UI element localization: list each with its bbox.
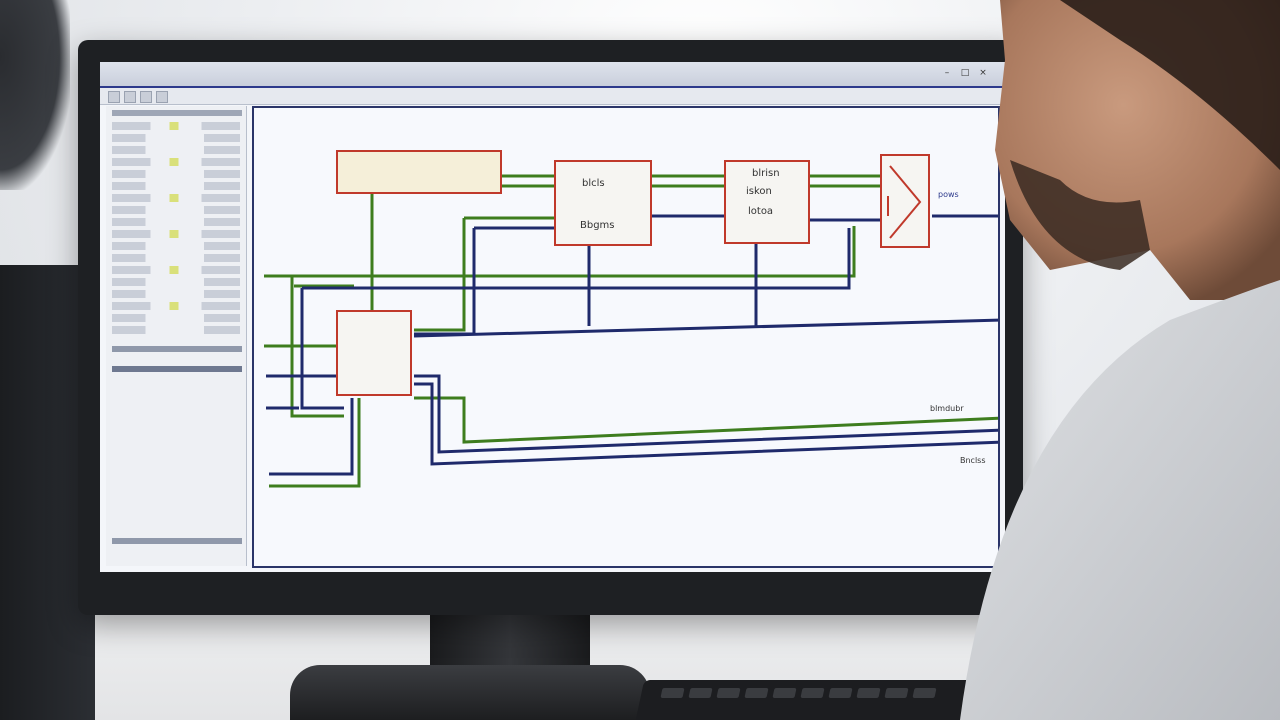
monitor-stand-base (290, 665, 650, 720)
sidebar-list-item[interactable] (112, 230, 240, 238)
minimize-icon[interactable]: – (944, 68, 950, 78)
wire (300, 288, 344, 410)
wire (264, 226, 856, 278)
block-label: Bbgms (580, 220, 615, 231)
toolbar-button[interactable] (156, 91, 168, 103)
sidebar-list-item[interactable] (112, 290, 240, 298)
sidebar-list-item[interactable] (112, 122, 240, 130)
schematic-canvas[interactable]: blcls Bbgms blrisn iskon lotoa pows blmd… (252, 106, 1000, 568)
display-module[interactable] (336, 150, 502, 194)
wire (413, 318, 998, 338)
sidebar-list-item[interactable] (112, 314, 240, 322)
sidebar-list-item[interactable] (112, 218, 240, 226)
net-label: Bnclss (960, 456, 986, 465)
toolbar-button[interactable] (108, 91, 120, 103)
toolbar-button[interactable] (140, 91, 152, 103)
keyboard (635, 680, 975, 720)
sidebar-list-item[interactable] (112, 170, 240, 178)
sidebar-scrollbar[interactable] (112, 346, 242, 352)
sidebar-list-item[interactable] (112, 134, 240, 142)
wire (414, 374, 998, 454)
sidebar-list-item[interactable] (112, 326, 240, 334)
screen: – □ × (100, 62, 1005, 572)
sidebar-list-item[interactable] (112, 206, 240, 214)
close-icon[interactable]: × (979, 68, 987, 78)
logic-block-3[interactable] (336, 310, 412, 396)
wire (414, 216, 554, 332)
sidebar-list-item[interactable] (112, 146, 240, 154)
block-label: lotoa (748, 206, 774, 217)
output-label: pows (938, 190, 959, 199)
wire (269, 398, 354, 476)
logic-block-2[interactable]: blrisn iskon lotoa (724, 160, 810, 244)
sidebar-list-item[interactable] (112, 194, 240, 202)
wire (290, 276, 344, 418)
block-label: blcls (582, 178, 605, 189)
sidebar-list-item[interactable] (112, 278, 240, 286)
output-gate[interactable] (880, 154, 930, 248)
net-label: blmdubr (930, 404, 964, 413)
wire (414, 396, 998, 444)
sidebar-list-item[interactable] (112, 182, 240, 190)
logic-block-1[interactable]: blcls Bbgms (554, 160, 652, 246)
sidebar-list-item[interactable] (112, 242, 240, 250)
sidebar-list-item[interactable] (112, 158, 240, 166)
toolbar-button[interactable] (124, 91, 136, 103)
maximize-icon[interactable]: □ (960, 68, 970, 78)
sidebar-scrollbar-bottom[interactable] (112, 538, 242, 544)
block-label: blrisn (752, 168, 780, 179)
sidebar-list-item[interactable] (112, 302, 240, 310)
gate-symbol-icon (887, 165, 922, 239)
wire (302, 228, 851, 290)
sidebar-list-item[interactable] (112, 266, 240, 274)
window-titlebar: – □ × (100, 62, 1005, 88)
block-label: iskon (746, 186, 772, 197)
person-shoulder-left (0, 0, 70, 190)
component-sidebar (106, 106, 247, 566)
sidebar-list-item[interactable] (112, 254, 240, 262)
sidebar-header (112, 110, 242, 116)
wire (414, 382, 998, 466)
toolbar (100, 88, 1005, 105)
wire (269, 398, 361, 488)
sidebar-divider (112, 366, 242, 372)
